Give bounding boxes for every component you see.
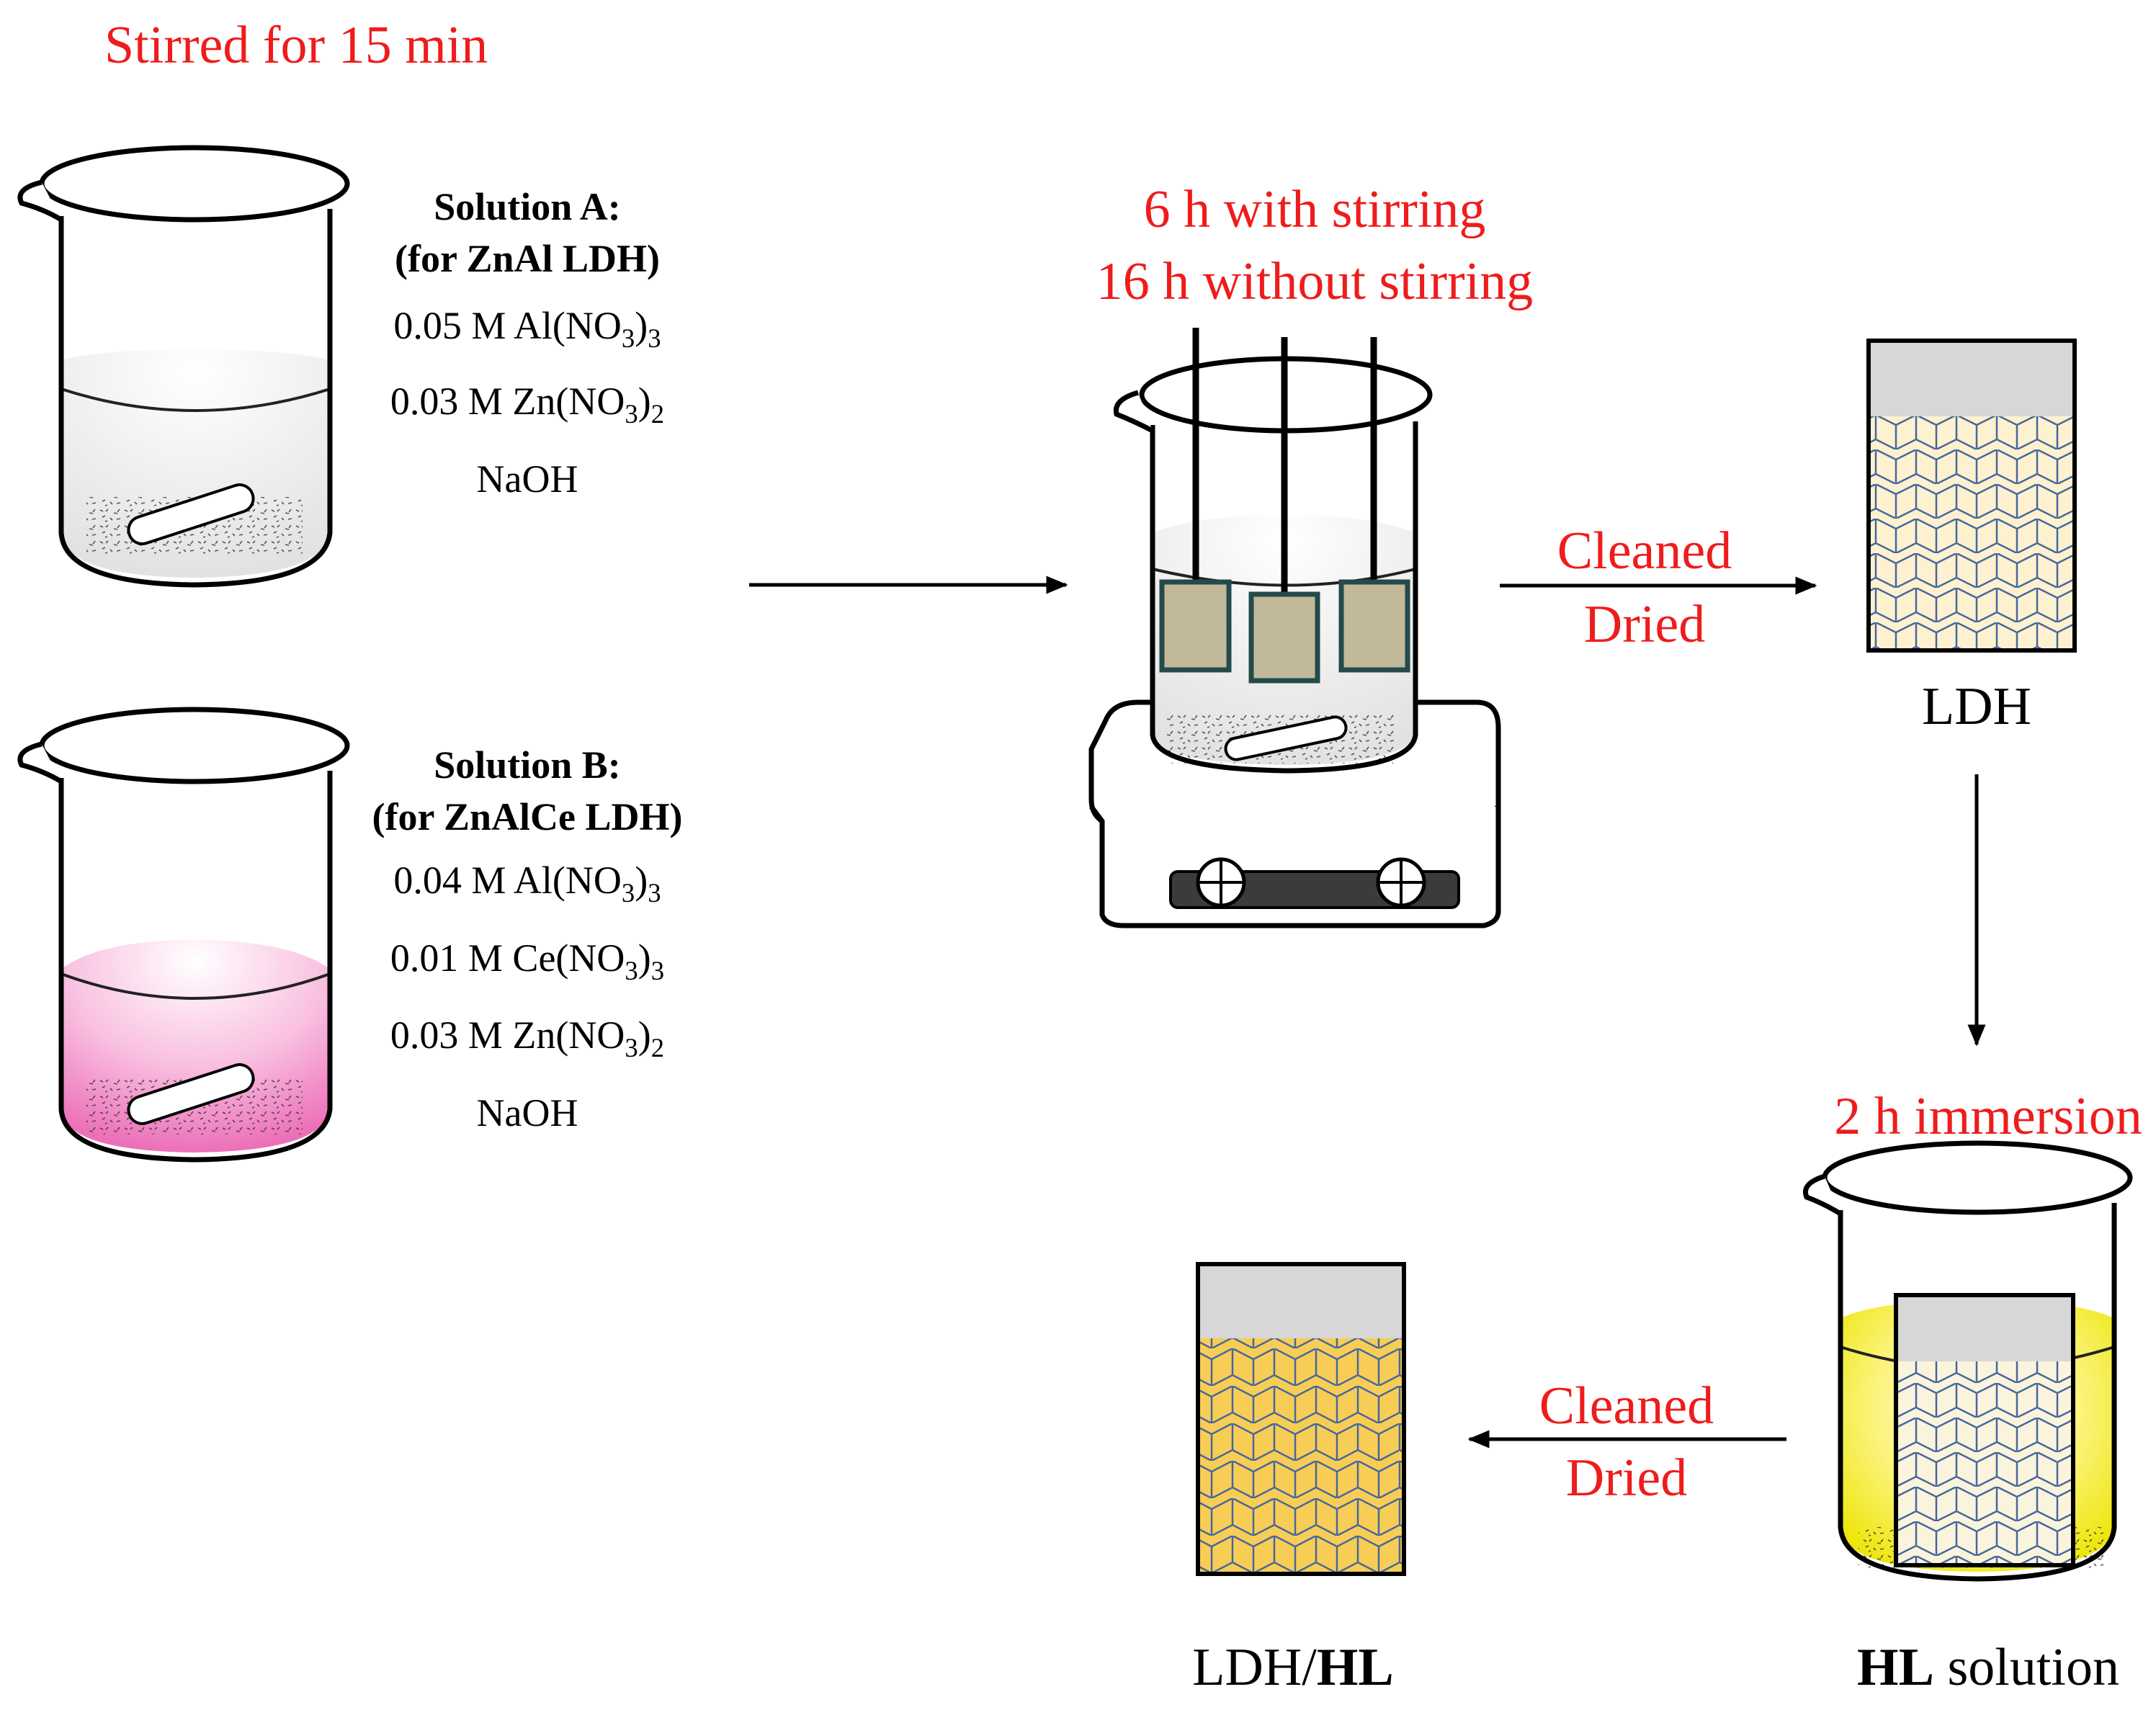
reaction-time-1: 6 h with stirring [1143,180,1486,239]
ldh-hl-substrate [1196,1262,1406,1576]
reaction-time-2: 16 h without stirring [1096,252,1534,311]
solution-b-subtitle: (for ZnAlCe LDH) [372,795,683,838]
solution-b-reagent-3: 0.03 M Zn(NO3)2 [390,1013,665,1062]
substrate [1338,579,1410,673]
immersed-substrate [1894,1293,2075,1567]
solution-b-title: Solution B: [434,743,621,787]
stir-bar [127,483,255,545]
stir-bar [1224,715,1348,761]
beaker-a [17,145,350,588]
wash-1-dried: Dried [1583,595,1706,654]
substrate [1159,579,1232,673]
solution-a-subtitle: (for ZnAl LDH) [394,237,661,280]
immersion-caption: 2 h immersion [1834,1087,2142,1146]
ldh-substrate [1866,339,2077,653]
solution-b-base: NaOH [476,1091,578,1134]
wash-2-cleaned: Cleaned [1539,1376,1714,1436]
solution-b-reagent-1: 0.04 M Al(NO3)3 [393,859,661,908]
stir-bar [127,1063,255,1125]
hl-beaker [1803,1140,2133,1582]
reaction-beaker [1113,328,1433,774]
hl-solution-label: HL solution [1857,1638,2119,1697]
substrate [1248,591,1320,684]
knob-icon [1376,857,1426,908]
solution-a-title: Solution A: [434,185,621,228]
ldh-hl-label: LDH/HL [1192,1638,1394,1697]
solution-a-reagent-2: 0.03 M Zn(NO3)2 [390,380,665,429]
wash-2-dried: Dried [1565,1449,1688,1508]
beaker-b [17,707,350,1163]
knob-icon [1196,857,1246,908]
solution-b-reagent-2: 0.01 M Ce(NO3)3 [390,936,665,985]
ldh-label: LDH [1921,677,2032,736]
stir-time-caption: Stirred for 15 min [104,16,488,75]
solution-a-reagent-1: 0.05 M Al(NO3)3 [393,304,661,353]
solution-a-base: NaOH [476,457,578,501]
wash-1-cleaned: Cleaned [1557,521,1732,581]
